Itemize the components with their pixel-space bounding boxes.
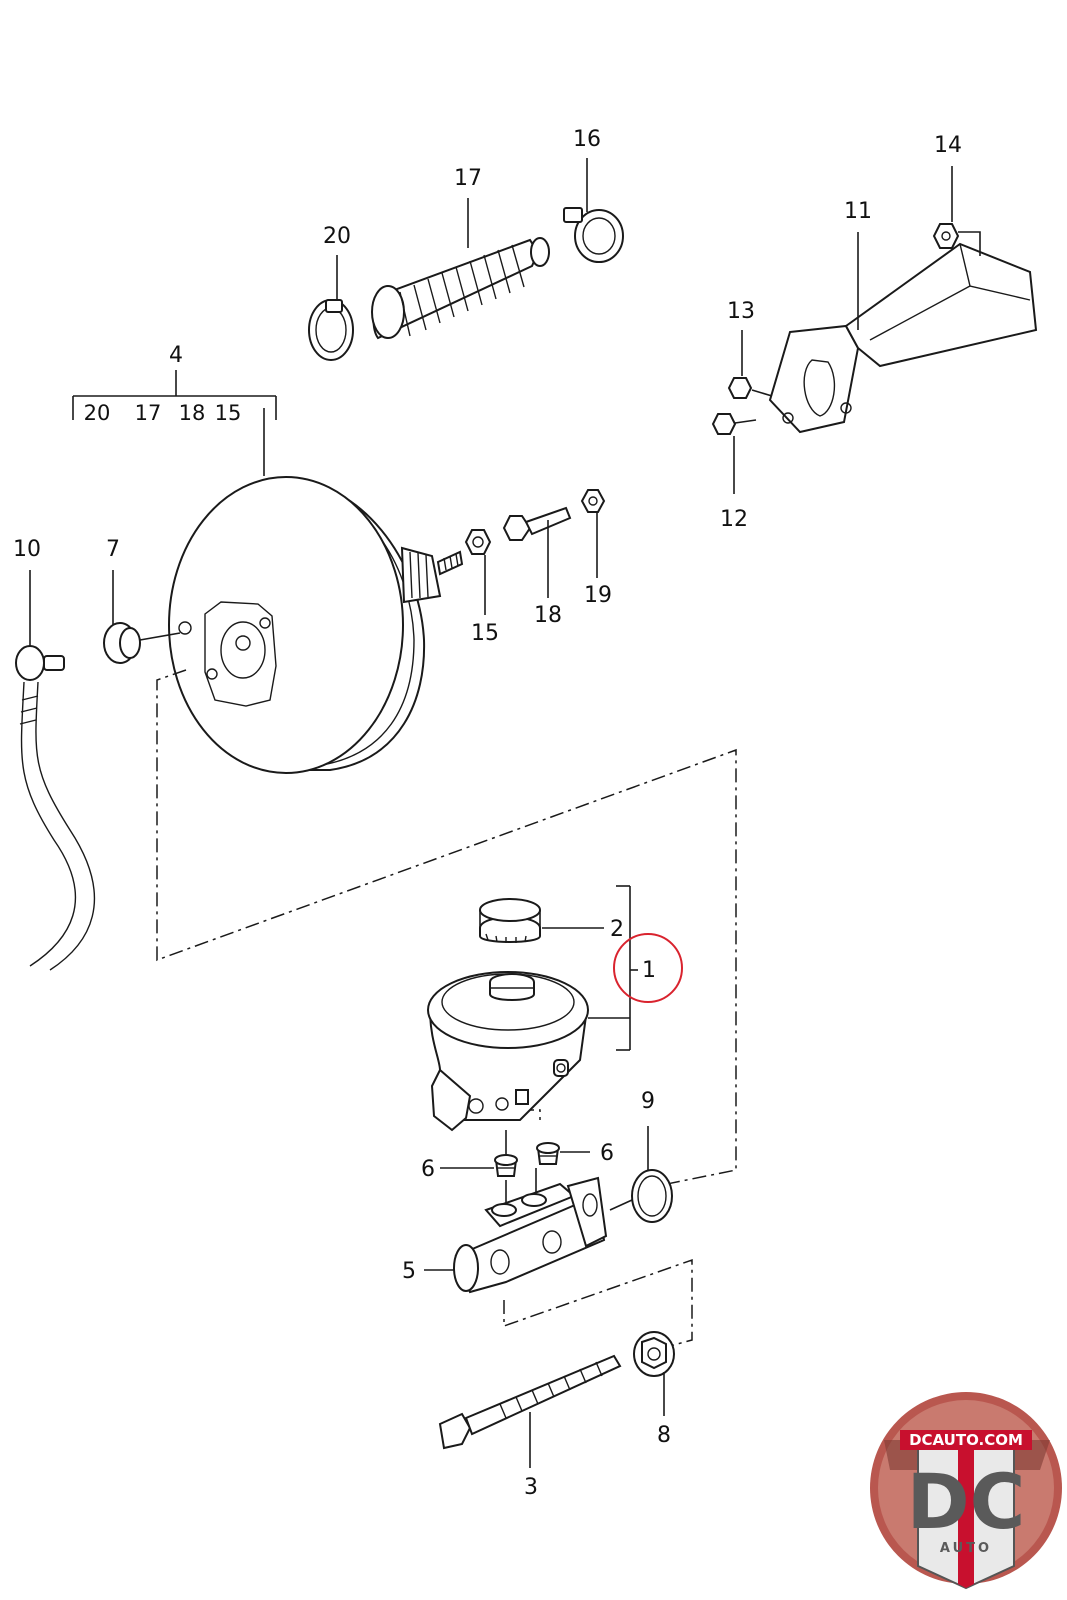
callout-14: 14 [934, 133, 962, 158]
part-6-plug-left [440, 1130, 518, 1204]
callout-7: 7 [106, 537, 120, 562]
group4-sub-18: 18 [179, 401, 206, 425]
callout-15: 15 [471, 621, 499, 646]
part-8-flange-nut [633, 1331, 675, 1416]
part-14-nut [932, 166, 981, 256]
callout-10: 10 [13, 537, 41, 562]
callout-8: 8 [657, 1423, 671, 1448]
part-16-clamp [563, 158, 624, 263]
callout-20: 20 [323, 224, 351, 249]
callout-1: 1 [642, 958, 656, 983]
callout-11: 11 [844, 199, 872, 224]
callout-16: 16 [573, 127, 601, 152]
part-11-bracket [768, 232, 1038, 434]
part-17-bellows [371, 198, 550, 340]
part-12-screw [711, 413, 757, 494]
callout-3: 3 [524, 1475, 538, 1500]
logo-bottom-text: AUTO [940, 1541, 992, 1556]
callout-4: 4 [169, 343, 183, 368]
callout-9: 9 [641, 1089, 655, 1114]
part-19-nut [580, 489, 606, 578]
callout-19: 19 [584, 583, 612, 608]
dcauto-logo: DCAUTO.COM DC AUTO [870, 1392, 1062, 1590]
logo-top-text: DCAUTO.COM [909, 1431, 1023, 1449]
part-1-group-bracket [616, 885, 638, 1051]
part-2-reservoir-cap [479, 898, 604, 943]
part-6-plug-right [535, 1142, 590, 1198]
part-7-grommet [103, 570, 181, 664]
part-20-clamp [308, 255, 354, 361]
part-5-cylinder-body [424, 1176, 608, 1294]
part-15-nut [464, 529, 492, 615]
part-4-group-bracket [72, 370, 277, 476]
part-10-vacuum-hose [15, 570, 96, 971]
group4-sub-17: 17 [135, 401, 162, 425]
callout-2: 2 [610, 917, 624, 942]
logo-big-text: DC [907, 1457, 1026, 1546]
callout-12: 12 [720, 507, 748, 532]
callout-6-left: 6 [421, 1157, 435, 1182]
highlight-circle [613, 933, 683, 1003]
callout-13: 13 [727, 299, 755, 324]
brake-booster [168, 476, 464, 774]
callout-6-right: 6 [600, 1141, 614, 1166]
group4-sub-15: 15 [215, 401, 242, 425]
callout-18: 18 [534, 603, 562, 628]
part-13-nut [727, 330, 773, 399]
callout-5: 5 [402, 1259, 416, 1284]
part-3-long-bolt [438, 1354, 622, 1468]
part-18-bolt [502, 506, 572, 598]
callout-17: 17 [454, 166, 482, 191]
part-1-master-cylinder [427, 971, 630, 1132]
part-9-oring [609, 1126, 673, 1223]
group4-sub-20: 20 [84, 401, 111, 425]
